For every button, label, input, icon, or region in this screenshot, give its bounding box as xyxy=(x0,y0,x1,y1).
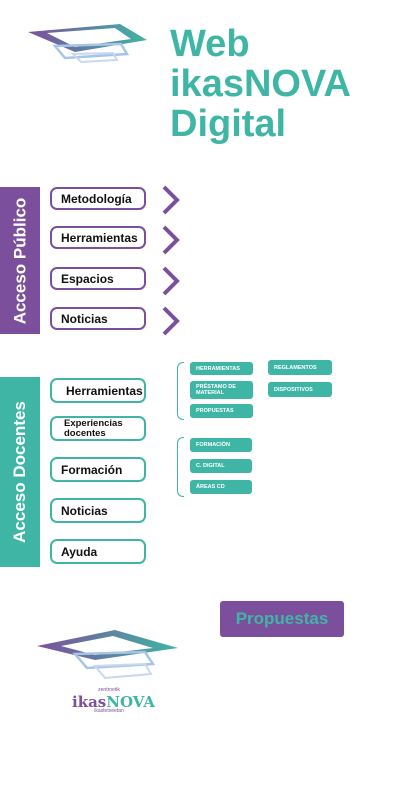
chevron-right-icon[interactable] xyxy=(160,305,182,337)
sub-propuestas-pill[interactable]: PROPUESTAS xyxy=(190,404,253,418)
logo-graphic xyxy=(37,630,178,680)
sub-herramientas-pill[interactable]: HERRAMIENTAS xyxy=(190,362,253,375)
propuestas-button[interactable]: Propuestas xyxy=(220,601,344,637)
sub-prestamo-pill[interactable]: PRÉSTAMO DE MATERIAL xyxy=(190,381,253,399)
chevron-right-icon[interactable] xyxy=(160,224,182,256)
title-line-digital: Digital xyxy=(170,103,287,145)
nav-noticias-public-button[interactable]: Noticias xyxy=(50,307,146,330)
sub-reglamentos-pill[interactable]: REGLAMENTOS xyxy=(268,360,332,375)
sub-areascd-pill[interactable]: ÁREAS CD xyxy=(190,480,252,494)
nav-espacios-button[interactable]: Espacios xyxy=(50,267,146,290)
title-line-ikasnova: ikasNOVA xyxy=(170,63,351,105)
nav-herramientas-teachers-button[interactable]: Herramientas xyxy=(50,378,146,403)
logo-graphic xyxy=(28,24,147,64)
page-title: Web ikasNOVA Digital xyxy=(170,24,395,144)
nav-formacion-button[interactable]: Formación xyxy=(50,457,146,482)
submenu-bracket xyxy=(177,362,184,420)
sub-formacion-pill[interactable]: FORMACIÓN xyxy=(190,438,252,452)
brand-logo-text: ikasNOVA xyxy=(72,693,155,711)
nav-noticias-teachers-button[interactable]: Noticias xyxy=(50,498,146,523)
submenu-bracket xyxy=(177,437,184,497)
sub-cdigital-pill[interactable]: C. DIGITAL xyxy=(190,459,252,473)
nav-experiencias-button[interactable]: Experiencias docentes xyxy=(50,416,146,441)
sub-dispositivos-pill[interactable]: DISPOSITIVOS xyxy=(268,382,332,397)
brand-name-part1: ikas xyxy=(72,693,107,711)
chevron-right-icon[interactable] xyxy=(160,184,182,216)
title-line-web: Web xyxy=(170,23,250,65)
nav-herramientas-public-button[interactable]: Herramientas xyxy=(50,226,146,249)
brand-tagline-top: zentroetik xyxy=(98,687,120,693)
nav-ayuda-button[interactable]: Ayuda xyxy=(50,539,146,564)
nav-metodologia-button[interactable]: Metodología xyxy=(50,187,146,210)
brand-tagline-bottom: ikastetxeetan xyxy=(94,708,124,714)
brand-name-part2: NOVA xyxy=(106,693,155,711)
public-access-label: Acceso Público xyxy=(0,187,40,334)
teachers-access-label: Acceso Docentes xyxy=(0,377,40,567)
chevron-right-icon[interactable] xyxy=(160,265,182,297)
